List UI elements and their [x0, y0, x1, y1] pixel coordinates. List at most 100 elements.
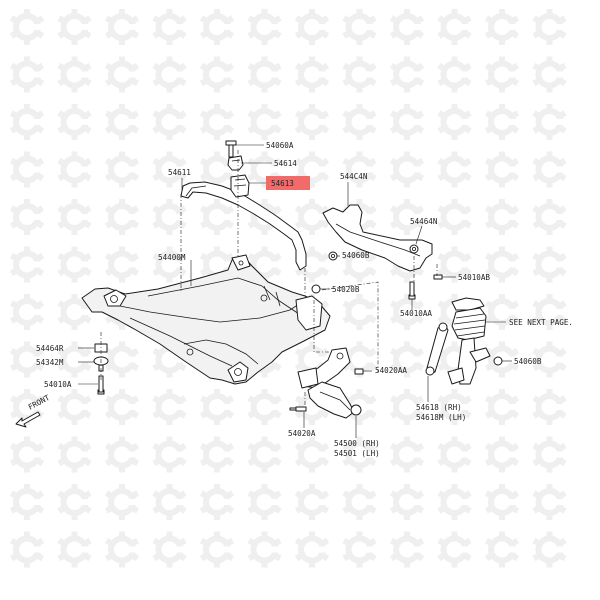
label-54464R[interactable]: 54464R	[36, 344, 64, 353]
gear-icon	[9, 246, 45, 283]
gear-icon	[342, 531, 377, 568]
gear-icon	[9, 436, 45, 473]
label-see-next-page[interactable]: SEE NEXT PAGE.	[509, 318, 573, 327]
gear-icon	[342, 104, 377, 140]
label-54010AB[interactable]: 54010AB	[458, 273, 490, 282]
stabilizer-bar[interactable]	[180, 181, 307, 271]
gear-icon	[437, 389, 472, 425]
label-54020B[interactable]: 54020B	[332, 285, 360, 294]
transverse-link-54500[interactable]	[297, 347, 362, 419]
label-54500[interactable]: 54500 (RH)	[334, 439, 380, 448]
clamp-54614[interactable]	[227, 155, 244, 171]
strut-assembly[interactable]	[447, 297, 503, 385]
bolt-54010AA[interactable]	[408, 281, 416, 300]
label-54464N[interactable]: 54464N	[410, 217, 438, 226]
gear-icon	[532, 104, 567, 140]
gear-icon	[57, 341, 92, 378]
gear-icon	[484, 436, 520, 473]
gear-icon	[532, 246, 567, 283]
gear-icon	[9, 531, 45, 568]
gear-icon	[484, 104, 520, 140]
bolt-54010A[interactable]	[97, 375, 105, 395]
label-54060B-mid[interactable]: 54060B	[342, 251, 370, 260]
gear-icon	[532, 531, 567, 568]
label-front: FRONT	[27, 393, 52, 412]
gear-icon	[532, 436, 567, 473]
gear-icon	[9, 199, 45, 235]
gear-icon	[389, 436, 425, 473]
gear-icon	[389, 199, 425, 235]
suspension-member-54400M[interactable]	[81, 254, 331, 385]
gear-icon	[104, 389, 140, 425]
gear-icon	[9, 484, 45, 520]
gear-icon	[389, 484, 425, 520]
bolt-54020A[interactable]	[289, 406, 307, 412]
gear-icon	[389, 9, 425, 45]
label-54010AA[interactable]: 54010AA	[400, 309, 432, 318]
gear-icon	[294, 199, 330, 235]
label-54010A[interactable]: 54010A	[44, 380, 72, 389]
label-54060B-right[interactable]: 54060B	[514, 357, 542, 366]
label-54614[interactable]: 54614	[274, 159, 297, 168]
bushing-54613[interactable]	[230, 174, 250, 198]
label-54618M[interactable]: 54618M (LH)	[416, 413, 466, 422]
label-544C4N[interactable]: 544C4N	[340, 172, 368, 181]
gear-icon	[389, 294, 425, 330]
label-54060A-top[interactable]: 54060A	[266, 141, 294, 150]
gear-icon	[152, 531, 187, 568]
gear-icon	[57, 104, 92, 140]
gear-icon	[484, 389, 520, 425]
gear-icon	[199, 484, 235, 520]
label-54020A[interactable]: 54020A	[288, 429, 316, 438]
label-54501[interactable]: 54501 (LH)	[334, 449, 380, 458]
member-544C4N[interactable]	[322, 204, 433, 272]
bolt-54010AB[interactable]	[433, 274, 443, 280]
label-54613[interactable]: 54613	[271, 179, 294, 188]
bolt-54020AA[interactable]	[354, 368, 364, 375]
label-54020AA[interactable]: 54020AA	[375, 366, 407, 375]
gear-icon	[437, 199, 472, 235]
gear-icon	[247, 436, 282, 473]
gear-icon	[152, 199, 187, 235]
gear-icon	[57, 56, 92, 93]
gear-icon	[342, 9, 377, 45]
gear-icon	[199, 9, 235, 45]
gear-icon	[152, 436, 187, 473]
gear-icon	[247, 9, 282, 45]
gear-icon	[104, 531, 140, 568]
gear-icon	[57, 389, 92, 425]
gear-icon	[484, 531, 520, 568]
gear-icon	[104, 341, 140, 378]
gear-icon	[104, 56, 140, 93]
gear-icon	[532, 341, 567, 378]
gear-icon	[294, 104, 330, 140]
gear-icon	[104, 151, 140, 188]
stabilizer-link-54618[interactable]	[425, 322, 449, 376]
leader-lines	[78, 144, 512, 438]
label-54618[interactable]: 54618 (RH)	[416, 403, 462, 412]
gear-icon	[9, 151, 45, 188]
gear-icon	[247, 104, 282, 140]
gear-icon	[152, 9, 187, 45]
gear-icon	[532, 199, 567, 235]
label-54611[interactable]: 54611	[168, 168, 191, 177]
gear-icon	[294, 56, 330, 93]
label-54342M[interactable]: 54342M	[36, 358, 64, 367]
bolt-54020B[interactable]	[311, 284, 321, 294]
gear-icon	[9, 56, 45, 93]
bolt-54060A-top[interactable]	[225, 140, 237, 158]
bolt-54060B-mid[interactable]	[328, 251, 338, 261]
gear-icon	[199, 56, 235, 93]
gear-icon	[342, 436, 377, 473]
gear-icon	[389, 104, 425, 140]
label-54400M[interactable]: 54400M	[158, 253, 186, 262]
gear-icon	[437, 56, 472, 93]
alignment-lines	[100, 150, 438, 406]
gear-icon	[57, 9, 92, 45]
gear-icon	[532, 56, 567, 93]
part-labels: 54060A 54614 54613 54611 544C4N 54464N 5…	[27, 141, 573, 458]
gear-icon	[484, 9, 520, 45]
gear-icon	[484, 199, 520, 235]
gear-icon	[294, 484, 330, 520]
